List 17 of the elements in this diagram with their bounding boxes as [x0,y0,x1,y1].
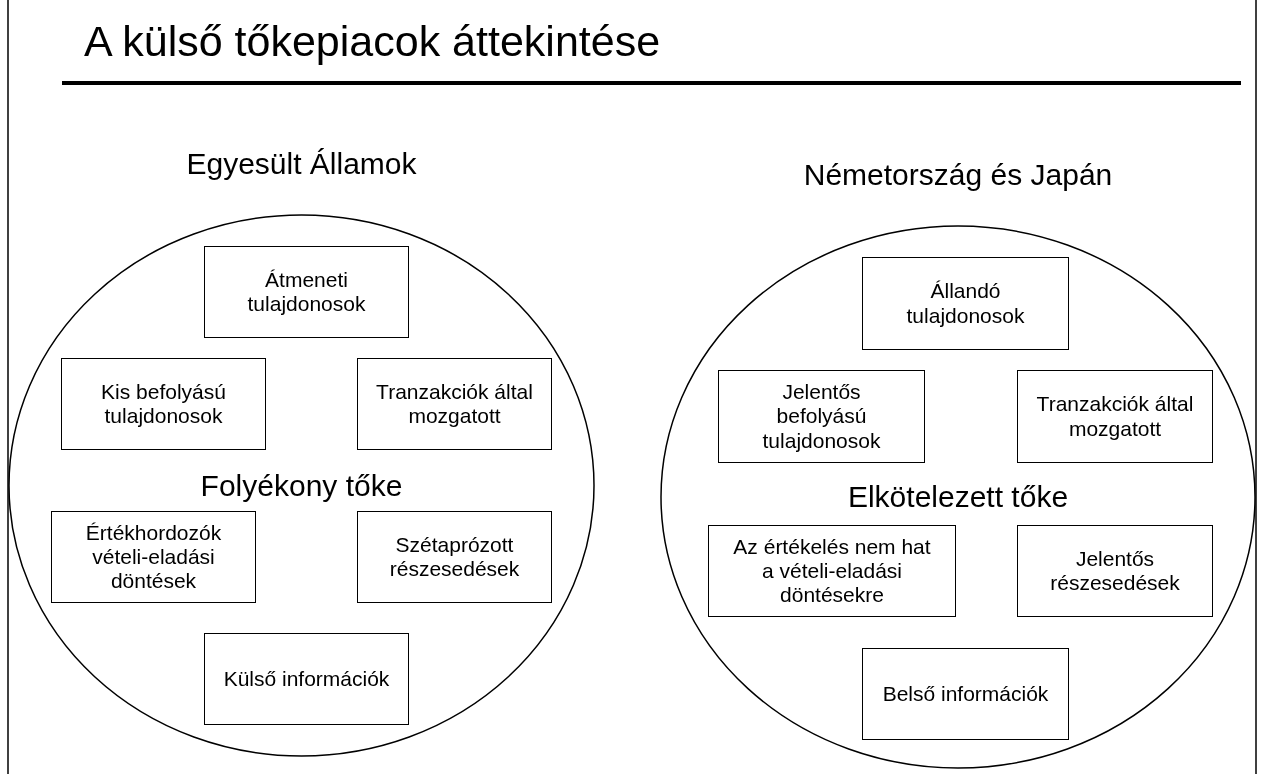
text-box: Jelentős befolyású tulajdonosok [718,370,925,463]
text-box: Az értékelés nem hat a vételi-eladási döntésekre [708,525,956,617]
group-label: Elkötelezett tőke [846,480,1070,513]
text-box: Értékhordozók vételi-eladási döntések [51,511,256,603]
text-box: Belső információk [862,648,1069,740]
text-box: Szétaprózott részesedések [357,511,552,603]
group-label: Folyékony tőke [199,468,404,502]
slide-title: A külső tőkepiacok áttekintése [84,18,661,66]
text-box: Tranzakciók által mozgatott [357,358,552,450]
group-heading: Egyesült Államok [185,147,418,180]
text-box: Átmeneti tulajdonosok [204,246,409,338]
text-box: Jelentős részesedések [1017,525,1213,617]
text-box: Állandó tulajdonosok [862,257,1069,350]
text-box: Kis befolyású tulajdonosok [61,358,266,450]
group-heading: Németország és Japán [802,158,1114,191]
text-box: Külső információk [204,633,409,725]
text-box: Tranzakciók által mozgatott [1017,370,1213,463]
